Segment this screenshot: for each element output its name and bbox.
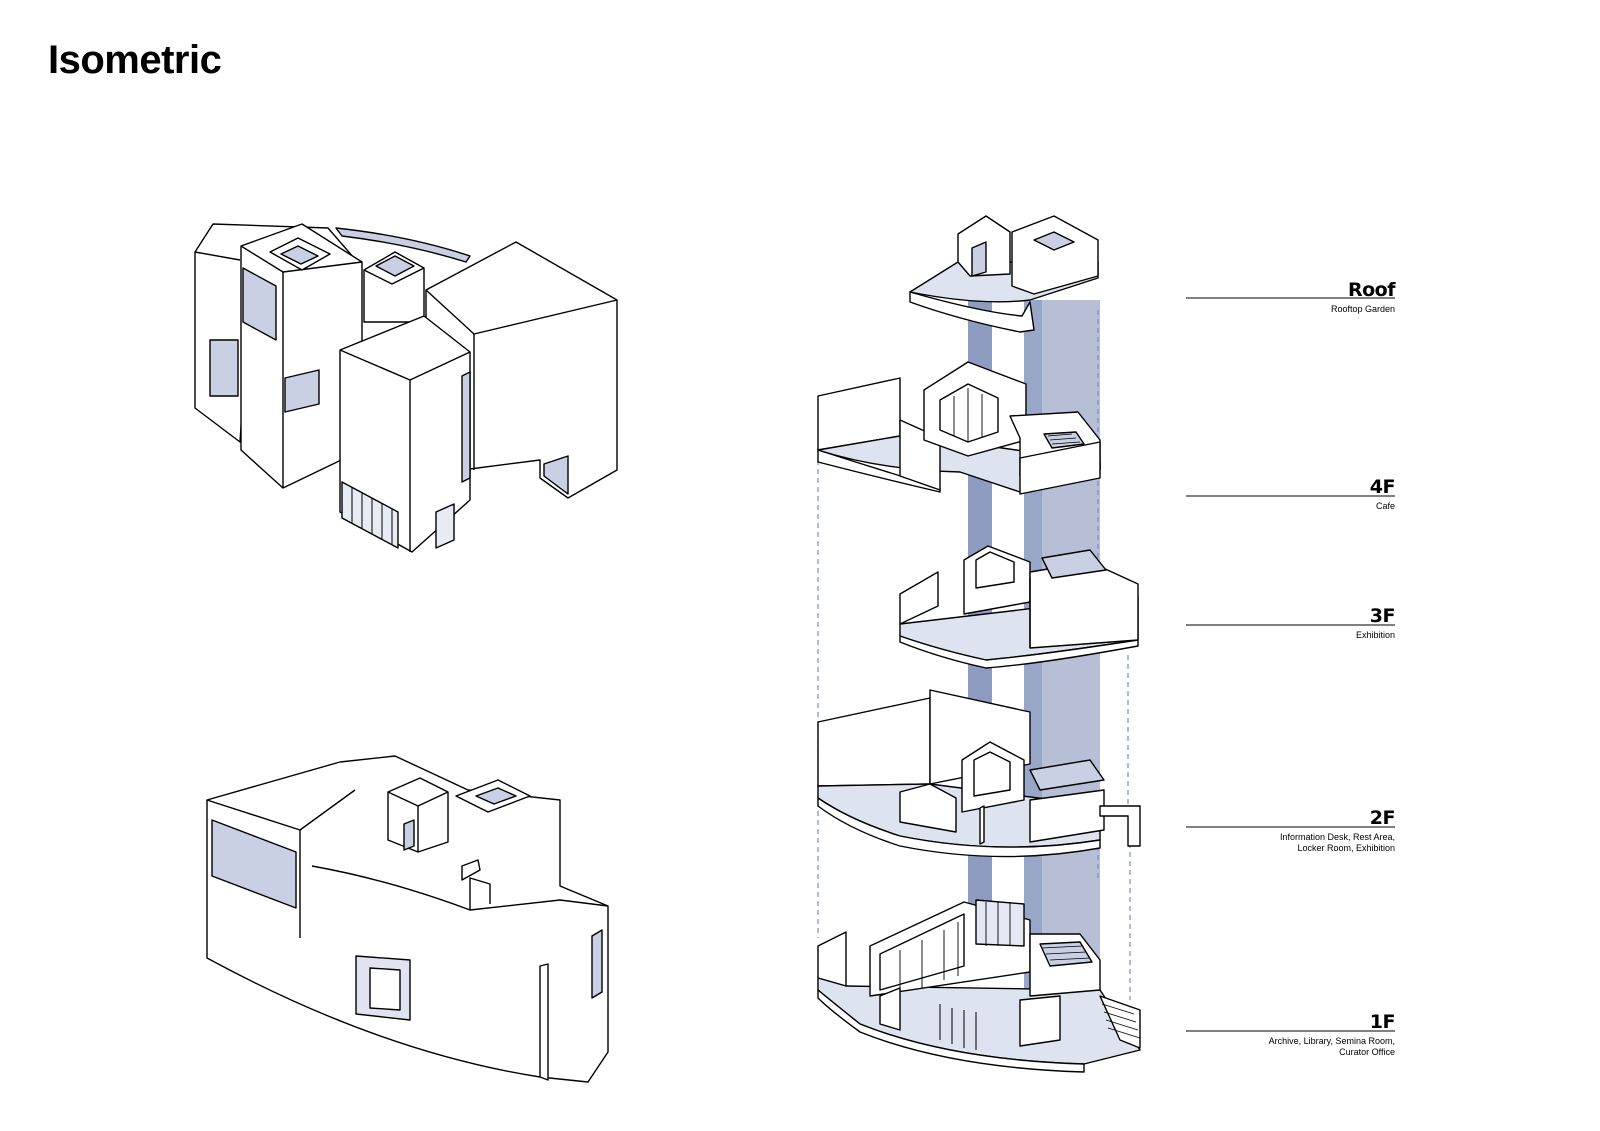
floor-plate-1f — [817, 899, 1141, 1073]
isometric-view-rear — [206, 755, 609, 1083]
floor-plate-3f — [899, 545, 1139, 669]
floor-description: Archive, Library, Semina Room, Curator O… — [1268, 1036, 1395, 1057]
floor-label-4f: 4F Cafe — [1165, 476, 1396, 512]
floor-level: 4F — [1369, 476, 1396, 498]
floor-level: 2F — [1369, 807, 1396, 829]
floor-plate-2f — [817, 689, 1141, 858]
floor-level: 3F — [1369, 605, 1396, 627]
floor-description: Cafe — [1375, 501, 1395, 511]
floor-label-roof: Roof Rooftop Garden — [1165, 279, 1396, 315]
floor-description: Rooftop Garden — [1330, 304, 1395, 314]
floor-plate-roof — [909, 215, 1099, 333]
floor-label-1f: 1F Archive, Library, Semina Room, Curato… — [1165, 1011, 1396, 1058]
page-title: Isometric — [48, 38, 222, 82]
exploded-axonometric — [817, 215, 1141, 1073]
floor-plate-4f — [817, 361, 1101, 495]
floor-leader-lines — [1186, 297, 1395, 1032]
floor-label-2f: 2F Information Desk, Rest Area, Locker R… — [1165, 807, 1396, 854]
floor-label-3f: 3F Exhibition — [1165, 605, 1396, 641]
isometric-view-front — [194, 223, 618, 553]
floor-description: Exhibition — [1355, 630, 1395, 640]
floor-level: Roof — [1347, 279, 1396, 301]
floor-description: Information Desk, Rest Area, Locker Room… — [1279, 832, 1395, 853]
floor-level: 1F — [1369, 1011, 1396, 1033]
